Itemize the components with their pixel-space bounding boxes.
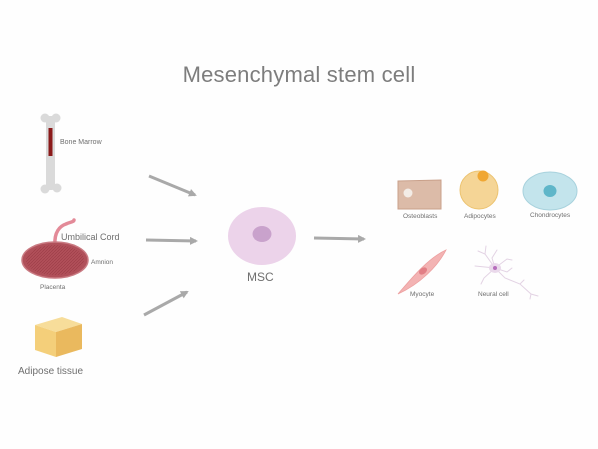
osteoblast-cell-icon [397,179,442,210]
bone-marrow-label: Bone Marrow [60,139,102,146]
arrow-cord-to-msc [145,236,198,245]
msc-label: MSC [247,270,274,284]
arrow-adipose-to-msc [143,290,189,317]
msc-cell-icon [228,207,296,265]
osteoblasts-label: Osteoblasts [403,213,438,220]
myocyte-cell-icon [397,249,447,295]
adipocytes-label: Adipocytes [464,213,496,220]
placenta-label: Placenta [40,284,66,291]
adipocyte-cell-icon [459,170,499,210]
adipose-tissue-label: Adipose tissue [18,366,84,377]
chondrocyte-cell-icon [522,171,578,211]
myocyte-label: Myocyte [410,291,435,298]
adipose-cube-icon [35,317,82,357]
bone-icon [40,113,62,194]
arrow-bone-to-msc [148,174,197,197]
umbilical-cord-label: Umbilical Cord [61,232,120,242]
neural-cell-body-icon [489,263,501,273]
neural-cell-label: Neural cell [478,291,509,298]
arrow-msc-to-outputs [313,234,366,243]
chondrocytes-label: Chondrocytes [530,212,571,219]
diagram-title: Mesenchymal stem cell [182,62,416,87]
amnion-label: Amnion [91,259,114,266]
placenta-icon [21,218,89,279]
